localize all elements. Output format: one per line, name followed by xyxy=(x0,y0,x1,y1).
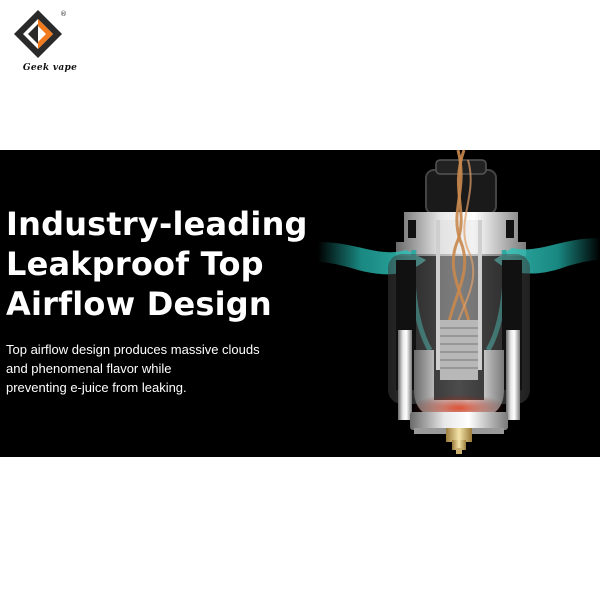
headline-line-2: Leakproof Top xyxy=(6,245,264,283)
geekvape-logo: ® Geek vape xyxy=(8,6,88,76)
logo-wordmark: Geek vape xyxy=(22,63,78,73)
headline-line-1: Industry-leading xyxy=(6,205,308,243)
description-line-3: preventing e-juice from leaking. xyxy=(6,380,187,395)
feature-banner: Industry-leading Leakproof Top Airflow D… xyxy=(0,150,600,457)
atomizer-tank-cutaway-icon xyxy=(318,150,600,457)
description-line-2: and phenomenal flavor while xyxy=(6,361,172,376)
headline-line-3: Airflow Design xyxy=(6,285,272,323)
description-line-1: Top airflow design produces massive clou… xyxy=(6,342,260,357)
registered-mark: ® xyxy=(60,10,67,18)
logo-mark-icon xyxy=(14,10,62,58)
feature-headline: Industry-leading Leakproof Top Airflow D… xyxy=(6,204,336,324)
feature-description: Top airflow design produces massive clou… xyxy=(6,340,306,397)
